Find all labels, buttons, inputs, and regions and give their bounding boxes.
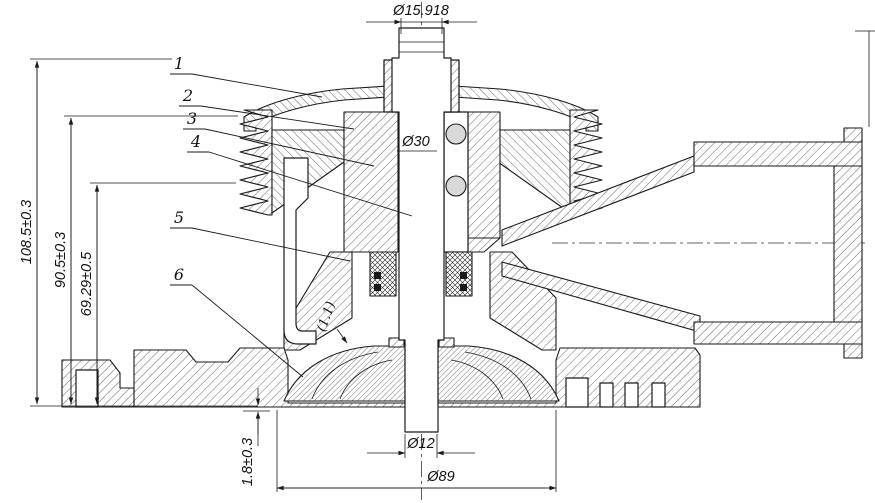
callout-4-leader bbox=[208, 151, 413, 217]
dim-shaft-top-diameter: Ø15.918 bbox=[392, 3, 449, 19]
callout-5: 5 bbox=[174, 208, 184, 227]
foot-slot bbox=[75, 369, 99, 408]
seal-left bbox=[369, 251, 397, 297]
callout-4: 4 bbox=[190, 132, 201, 151]
seal-spring-l2 bbox=[374, 284, 381, 291]
dim-overall-height: 108.5±0.3 bbox=[19, 200, 35, 264]
seal-right bbox=[445, 251, 473, 297]
pulley-grooves-left bbox=[239, 109, 273, 216]
bolt-boss-channel bbox=[283, 157, 317, 345]
centerlines bbox=[421, 2, 866, 500]
base-tab-3 bbox=[651, 382, 666, 408]
dim-height-mid: 90.5±0.3 bbox=[53, 232, 69, 288]
ref-gap-leader bbox=[336, 328, 348, 344]
base-tab-2 bbox=[624, 382, 639, 408]
web-right bbox=[497, 129, 571, 214]
seal-spring-l1 bbox=[374, 272, 381, 279]
callout-3: 3 bbox=[187, 109, 197, 128]
pump-body bbox=[61, 27, 875, 433]
volute-wall-right bbox=[489, 251, 557, 351]
dimensions: 108.5±0.3 90.5±0.3 69.29±0.5 Ø15.918 Ø30… bbox=[19, 3, 557, 492]
impeller-hub-left bbox=[388, 337, 405, 348]
bearing-block-right bbox=[467, 111, 501, 239]
seal-spring-r1 bbox=[460, 272, 467, 279]
dim-bore-diameter: Ø30 bbox=[401, 134, 429, 150]
shaft bbox=[391, 27, 452, 433]
seal-spring-r2 bbox=[460, 284, 467, 291]
callout-2: 2 bbox=[182, 86, 193, 105]
callout-5-leader bbox=[191, 227, 351, 262]
callout-6-leader bbox=[191, 284, 304, 378]
dim-impeller-diameter: Ø89 bbox=[426, 469, 454, 485]
flange-top-wall bbox=[693, 141, 863, 167]
impeller-vanes-right bbox=[450, 351, 532, 400]
callout-3-leader bbox=[204, 128, 375, 167]
flange-bottom-wall bbox=[693, 321, 863, 345]
dim-height-inner: 69.29±0.5 bbox=[79, 251, 95, 316]
base-tab-1 bbox=[599, 382, 614, 408]
flange-lip-top bbox=[843, 127, 863, 143]
dim-clearance: 1.8±0.3 bbox=[240, 438, 256, 486]
callout-6: 6 bbox=[174, 265, 184, 284]
callout-2-leader bbox=[200, 105, 355, 130]
bearing-block-left bbox=[343, 111, 399, 253]
flange-lip-bottom bbox=[843, 343, 863, 359]
impeller-right bbox=[437, 345, 560, 402]
base-slot bbox=[565, 377, 589, 408]
callout-1-leader bbox=[191, 73, 323, 98]
impeller-hub-right bbox=[438, 337, 455, 348]
flange-right-wall bbox=[833, 165, 863, 323]
bearing-ball-lower bbox=[445, 175, 467, 197]
inlet-neck-top bbox=[501, 155, 695, 247]
bearing-block-right-taper bbox=[467, 237, 501, 253]
bearing-ball-upper bbox=[445, 123, 467, 145]
callout-1: 1 bbox=[174, 54, 184, 73]
dim-shaft-bottom-diameter: Ø12 bbox=[406, 436, 434, 452]
impeller-vanes-left bbox=[311, 351, 393, 400]
impeller-left bbox=[283, 345, 406, 402]
part-callouts: 1 2 3 4 5 6 bbox=[170, 54, 413, 378]
